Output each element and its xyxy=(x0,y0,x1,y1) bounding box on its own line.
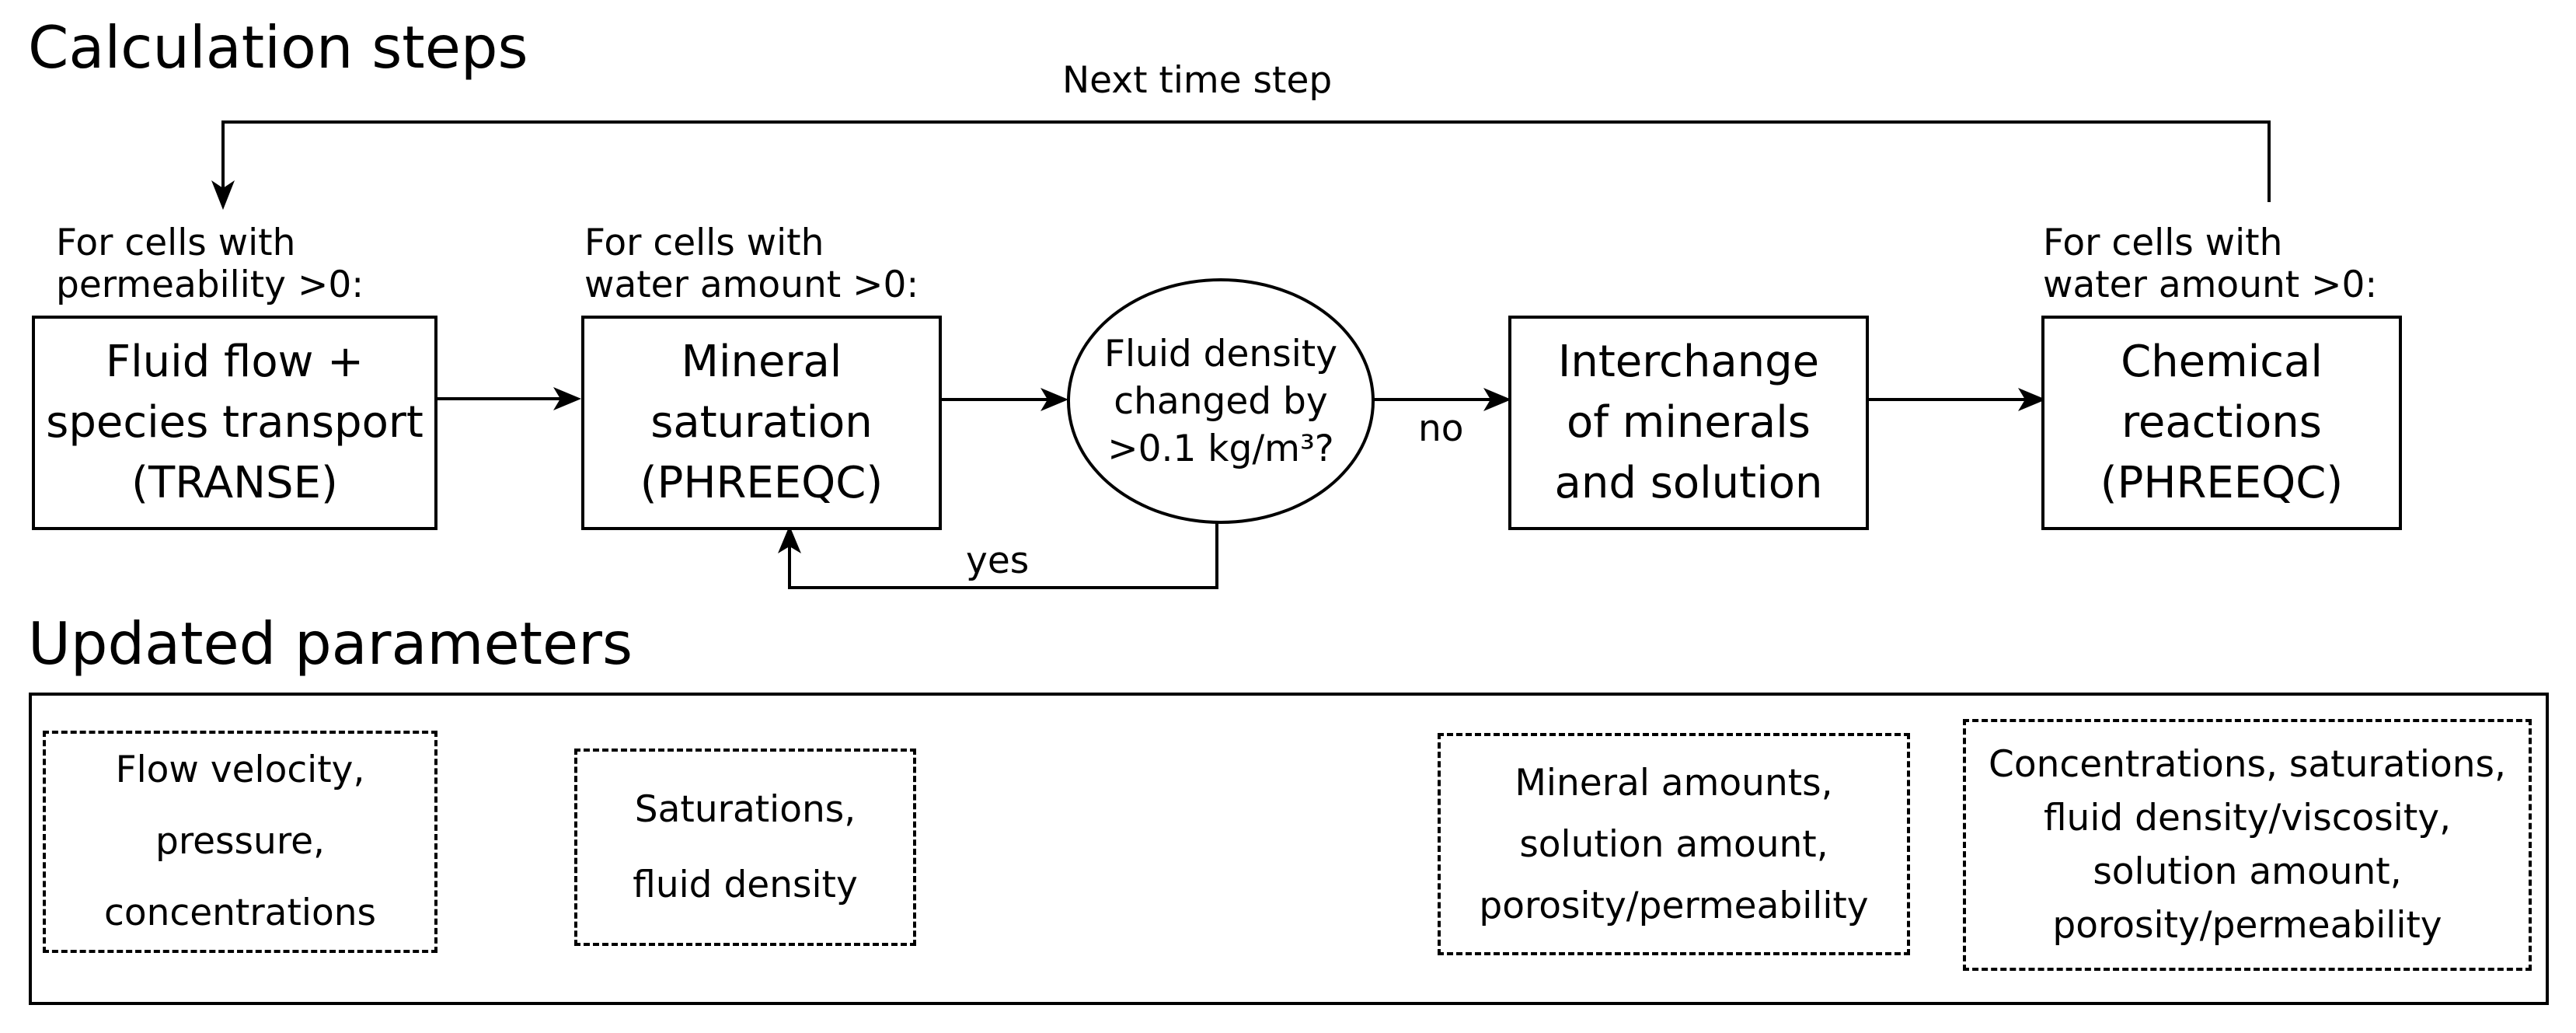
arrowhead-flow-saturation xyxy=(553,387,581,410)
chemical-reactions-box: Chemical reactions (PHREEQC) xyxy=(2041,316,2402,530)
note-water-amount-mineral: For cells with water amount >0: xyxy=(584,222,919,306)
mineral-saturation-box: Mineral saturation (PHREEQC) xyxy=(581,316,942,530)
arrowhead-next-step xyxy=(211,180,235,210)
arrowhead-interchange-reactions xyxy=(2018,388,2046,411)
interchange-minerals-solution-box: Interchange of minerals and solution xyxy=(1508,316,1869,530)
params-mineral-box: Mineral amounts, solution amount, porosi… xyxy=(1438,733,1910,955)
fluid-density-decision-ellipse: Fluid density changed by >0.1 kg/m³? xyxy=(1067,278,1375,524)
params-flow-box: Flow velocity, pressure, concentrations xyxy=(43,731,437,953)
arrowhead-yes-loop xyxy=(778,525,801,553)
note-water-amount-chemical: For cells with water amount >0: xyxy=(2043,222,2378,306)
fluid-flow-transport-box: Fluid flow + species transport (TRANSE) xyxy=(32,316,437,530)
next-time-step-label: Next time step xyxy=(1062,59,1333,102)
no-branch-label: no xyxy=(1418,407,1464,450)
note-permeability: For cells with permeability >0: xyxy=(56,222,364,306)
calculation-steps-heading: Calculation steps xyxy=(28,13,528,82)
params-saturation-box: Saturations, fluid density xyxy=(574,749,916,946)
yes-branch-label: yes xyxy=(966,539,1030,582)
arrowhead-saturation-density xyxy=(1041,388,1068,411)
updated-parameters-heading: Updated parameters xyxy=(28,609,633,678)
next-time-step-loop-arrow xyxy=(221,120,2271,202)
arrowhead-density-interchange xyxy=(1483,388,1511,411)
yes-loop-back-arrow xyxy=(788,522,1218,589)
params-concentrations-box: Concentrations, saturations, fluid densi… xyxy=(1963,719,2532,971)
updated-parameters-panel xyxy=(29,693,2549,1005)
